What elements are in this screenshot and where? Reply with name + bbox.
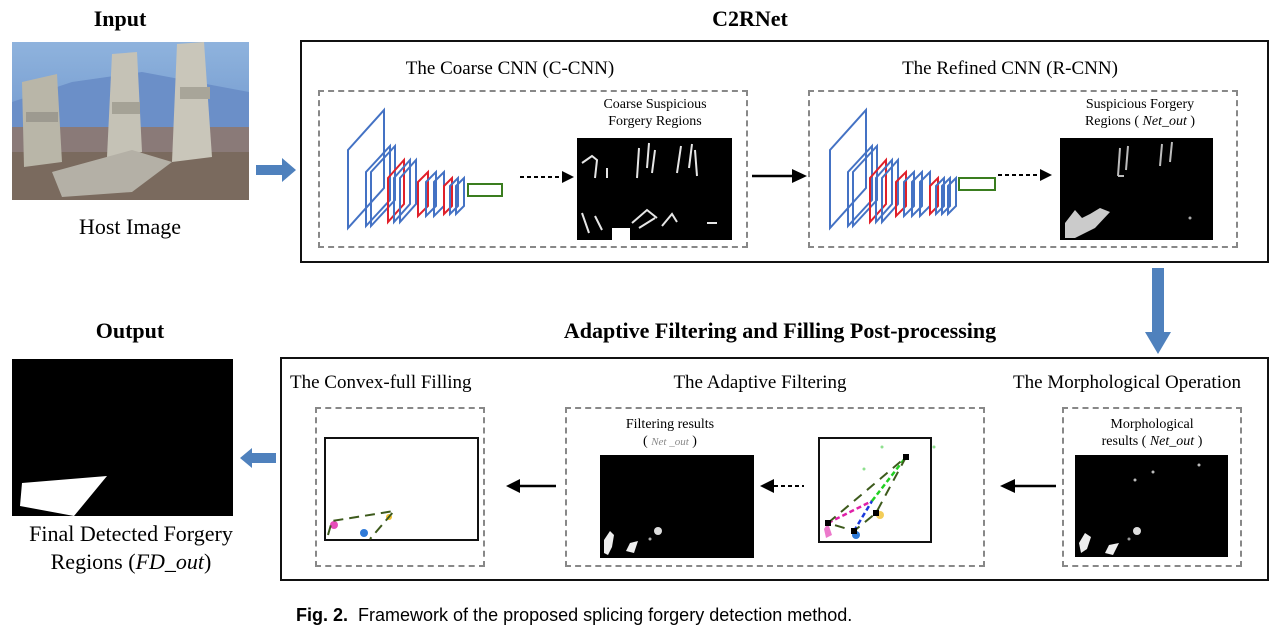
filtering-label-prefix: ( [643,434,652,449]
rcnn-label-suffix: ) [1186,114,1196,129]
flow-arrow-left [240,448,276,468]
rcnn-label-prefix: Regions ( [1084,114,1143,129]
final-detected-forgery-label: Final Detected Forgery Regions (FD_out) [0,520,262,576]
morph-dashed-box [1062,407,1242,567]
c2rnet-title: C2RNet [712,6,788,31]
filtering-results-label-line1: Filtering results [625,417,715,432]
morph-label-var: Net_out [1149,434,1195,449]
filtering-results-label-line2: ( Net _out ) [595,433,745,451]
ccnn-result-label-line1: Coarse Suspicious [603,97,707,112]
flow-arrow-right [256,158,296,182]
rcnn-title: The Refined CNN (R-CNN) [902,58,1118,79]
rcnn-dotted-arrow [998,169,1052,181]
rcnn-network-icon [829,107,996,231]
ccnn-to-rcnn-arrow [752,169,807,183]
filtering-results-image [600,455,754,558]
adaptive-filtering-graph-image [818,437,936,543]
dotted-arrow-left [760,479,804,493]
morph-results-label-line1: Morphological [1110,417,1194,432]
morph-results-label: Morphological results ( Net_out ) [1065,416,1239,450]
final-detected-forgery-image [12,359,233,516]
morphological-results-image [1075,455,1228,557]
postprocessing-panel [280,357,1269,581]
output-label-suffix: ) [204,549,212,574]
morph-label-suffix: ) [1194,434,1203,449]
ccnn-result-label: Coarse Suspicious Forgery Regions [575,96,735,130]
ccnn-dotted-arrow [520,171,574,183]
convex-filling-title: The Convex-full Filling [290,372,472,393]
morph-label-prefix: results ( [1101,434,1150,449]
adaptive-dashed-box [565,407,985,567]
filtering-label-var: Net _out [651,436,689,448]
coarse-suspicious-regions-image [577,138,732,240]
output-title: Output [95,318,165,343]
input-title: Input [93,6,147,31]
flow-arrow-down [1145,268,1171,354]
adaptive-to-convex-arrow [506,479,556,493]
convex-hull-image [324,437,479,541]
convex-dashed-box [315,407,485,567]
rcnn-result-label-line1: Suspicious Forgery [1085,97,1195,112]
rcnn-dashed-box [808,90,1238,248]
output-label-prefix: Regions ( [50,549,136,574]
ccnn-result-label-line2: Forgery Regions [608,114,702,129]
output-label-line1: Final Detected Forgery [29,521,233,546]
host-image [12,42,249,200]
rcnn-label-var: Net_out [1142,114,1187,129]
filtering-label-suffix: ) [688,434,697,449]
morphological-operation-title: The Morphological Operation [1013,372,1241,393]
output-label-line2: Regions (FD_out) [0,548,262,576]
rcnn-result-label: Suspicious Forgery Regions ( Net_out ) [1055,96,1225,130]
ccnn-dashed-box [318,90,748,248]
rcnn-result-label-line2: Regions ( Net_out ) [1055,113,1225,130]
host-image-label: Host Image [78,214,182,239]
morph-to-adaptive-arrow [1000,479,1056,493]
figure-number: Fig. 2. [296,605,349,625]
figure-caption-text: Framework of the proposed splicing forge… [358,605,853,625]
figure-caption: Fig. 2. Framework of the proposed splici… [296,605,852,626]
ccnn-network-icon [347,107,503,231]
adaptive-filtering-title: The Adaptive Filtering [673,372,847,393]
filtering-results-label: Filtering results ( Net _out ) [595,416,745,451]
output-label-var: FD_out [135,549,205,574]
ccnn-title: The Coarse CNN (C-CNN) [405,58,615,79]
c2rnet-panel [300,40,1269,263]
postprocessing-title: Adaptive Filtering and Filling Post-proc… [563,318,997,343]
suspicious-forgery-regions-image [1060,138,1213,240]
morph-results-label-line2: results ( Net_out ) [1065,433,1239,450]
